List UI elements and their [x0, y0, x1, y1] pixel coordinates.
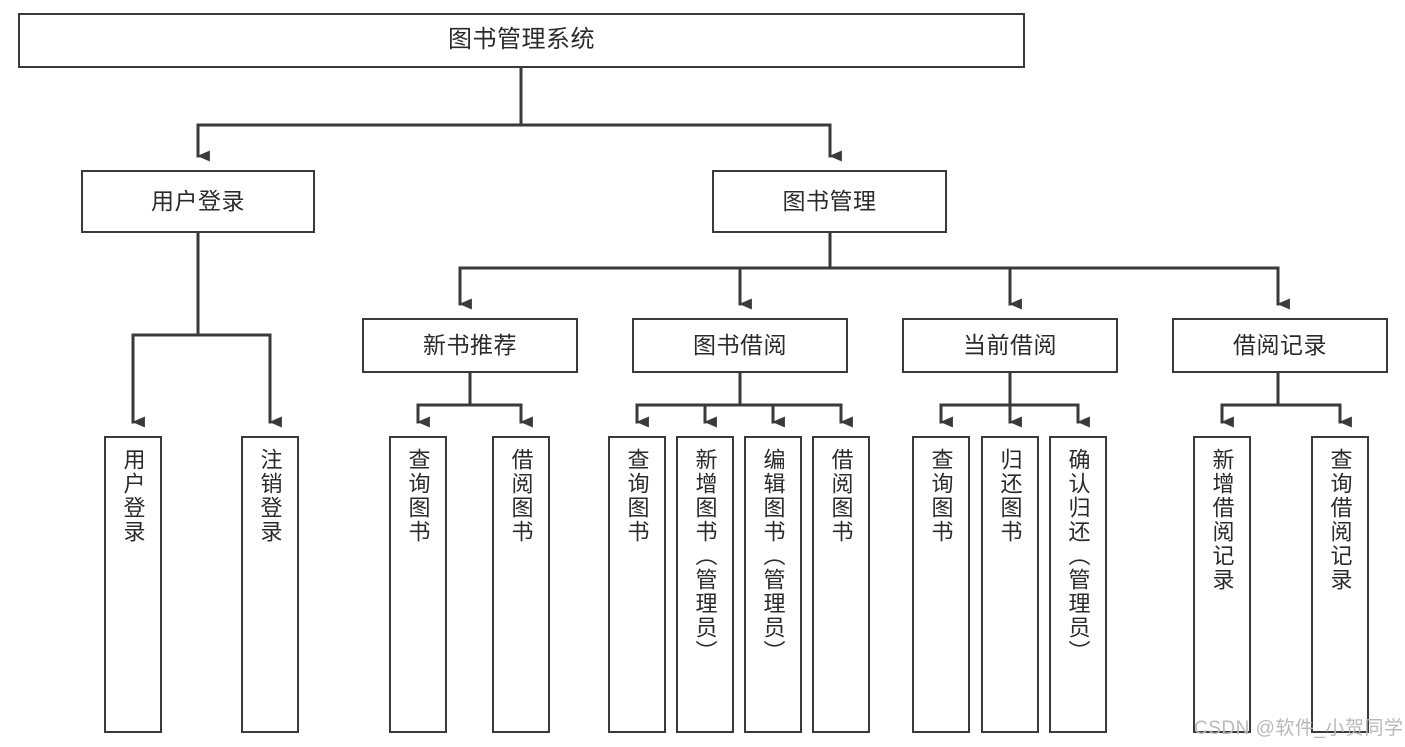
node-label: 新增图书（管理员） — [692, 448, 718, 664]
node-book-management[interactable]: 图书管理 — [712, 170, 947, 233]
leaf-new-book-query-book[interactable]: 查询图书 — [389, 436, 447, 733]
node-label: 查询借阅记录 — [1327, 448, 1353, 592]
node-borrow-record[interactable]: 借阅记录 — [1172, 318, 1388, 373]
node-user-login[interactable]: 用户登录 — [81, 170, 315, 233]
node-label: 新书推荐 — [423, 331, 517, 358]
leaf-book-borrow-edit-book-admin[interactable]: 编辑图书（管理员） — [744, 436, 802, 733]
node-label: 图书借阅 — [693, 331, 787, 358]
node-label: 查询图书 — [405, 448, 431, 544]
leaf-book-borrow-add-book-admin[interactable]: 新增图书（管理员） — [676, 436, 734, 733]
node-label: 用户登录 — [120, 448, 146, 544]
leaf-borrow-record-add-record[interactable]: 新增借阅记录 — [1193, 436, 1251, 733]
node-current-borrow[interactable]: 当前借阅 — [902, 318, 1118, 373]
leaf-book-borrow-query-book[interactable]: 查询图书 — [608, 436, 666, 733]
node-label: 查询图书 — [928, 448, 954, 544]
node-label: 注销登录 — [257, 448, 283, 544]
node-label: 编辑图书（管理员） — [760, 448, 786, 664]
node-label: 借阅图书 — [828, 448, 854, 544]
node-label: 归还图书 — [997, 448, 1023, 544]
node-new-book-recommend[interactable]: 新书推荐 — [362, 318, 578, 373]
node-label: 查询图书 — [624, 448, 650, 544]
node-label: 确认归还（管理员） — [1065, 448, 1091, 664]
node-label: 用户登录 — [151, 187, 245, 214]
node-label: 图书管理系统 — [448, 26, 595, 54]
leaf-current-borrow-return-book[interactable]: 归还图书 — [981, 436, 1039, 733]
leaf-new-book-borrow-book[interactable]: 借阅图书 — [492, 436, 550, 733]
node-root-book-management-system[interactable]: 图书管理系统 — [18, 13, 1025, 68]
node-label: 图书管理 — [782, 187, 877, 214]
node-label: 借阅记录 — [1233, 331, 1327, 358]
leaf-user-login-logout[interactable]: 注销登录 — [241, 436, 299, 733]
node-book-borrow[interactable]: 图书借阅 — [632, 318, 848, 373]
leaf-current-borrow-confirm-return-admin[interactable]: 确认归还（管理员） — [1049, 436, 1107, 733]
node-label: 当前借阅 — [963, 331, 1057, 358]
leaf-book-borrow-borrow-book[interactable]: 借阅图书 — [812, 436, 870, 733]
leaf-borrow-record-query-record[interactable]: 查询借阅记录 — [1311, 436, 1369, 733]
leaf-current-borrow-query-book[interactable]: 查询图书 — [912, 436, 970, 733]
node-label: 新增借阅记录 — [1209, 448, 1235, 592]
node-label: 借阅图书 — [508, 448, 534, 544]
leaf-user-login-login[interactable]: 用户登录 — [104, 436, 162, 733]
